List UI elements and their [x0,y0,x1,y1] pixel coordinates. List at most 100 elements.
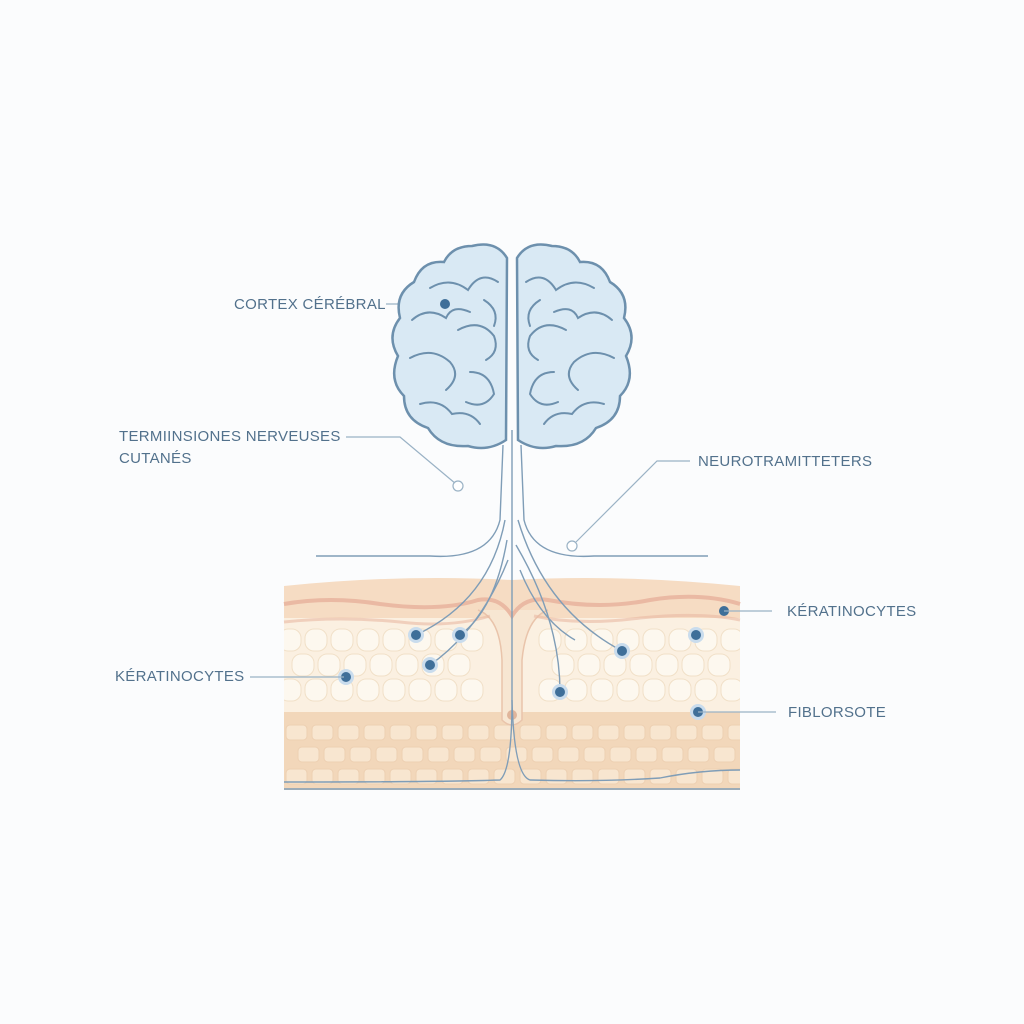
receptor-dot-core [411,630,421,640]
skin-cross-section [283,578,741,790]
receptor-dots [338,606,729,720]
receptor-dot [408,627,424,643]
cortex-marker-dot [440,299,450,309]
epidermis-cell [382,628,406,652]
leader-terminations-ring [452,480,464,492]
dermis-cell [467,768,490,785]
dermis-cell [285,724,308,741]
leader-lines [250,303,776,713]
nerve-branch-4 [517,519,623,652]
epidermis-cell [408,678,432,702]
dermis-cell [363,768,386,785]
dermis-cell [363,724,386,741]
epidermis-cell [317,653,341,677]
dermis-cell [415,724,438,741]
dermis-cell [493,768,516,785]
dermis-cell [623,724,646,741]
brain-gyrus [567,351,615,391]
receptor-dot-core [425,660,435,670]
receptor-dot-core [341,672,351,682]
brain-gyrus [553,308,613,321]
nerve-central-trunk-right [511,699,741,782]
dermis-cell [519,768,542,785]
receptor-dot [614,643,630,659]
leader-neurotransmitters [575,460,690,543]
dermis-cell [337,768,360,785]
dermis-cell [441,724,464,741]
brain-left-hemisphere [391,243,509,450]
epidermis-cell [642,678,666,702]
epidermis-cell [655,653,679,677]
label-nerve-terminations-line1: TERMIINSIONES NERVEUSES [119,428,341,445]
nerve-left-spread [316,444,504,558]
epidermis-cell [538,628,562,652]
epidermis-cell [668,628,692,652]
brain-gyrus [527,299,541,327]
dermis-cell [701,768,724,785]
brain-gyrus [465,371,496,406]
dermis-cell [323,746,346,763]
dermis-cell [609,746,632,763]
epidermis-cell [382,678,406,702]
epidermis-cell [304,678,328,702]
leader-neurotransmitters-ring [566,540,578,552]
epidermis-cell [284,678,302,702]
brain-gyrus [457,324,497,361]
dermis-cell [713,746,736,763]
nerve-branch-3 [429,559,509,666]
dermis-cell [285,768,308,785]
dermis-cell [635,746,658,763]
epidermis-cell [460,678,484,702]
nerve-branch-6 [519,569,576,641]
dermis-cell [297,746,320,763]
dermis-cell [675,768,698,785]
skin-pink-band-2 [283,613,741,626]
dermis-cell [493,724,516,741]
epidermis-cell [447,653,471,677]
dermis-cell [727,724,740,741]
dermis-cell [311,724,334,741]
receptor-dot-core [555,687,565,697]
epidermis-cell [590,628,614,652]
label-nerve-terminations: TERMIINSIONES NERVEUSES CUTANÉS [119,426,341,470]
dermis-cell [453,746,476,763]
dermis-cell [545,768,568,785]
dermis-cell [337,724,360,741]
receptor-dot-core [455,630,465,640]
epidermis-cell [694,678,718,702]
epidermis-cell [590,678,614,702]
dermis-cell [597,768,620,785]
brain-gyrus [527,324,567,361]
brain-gyrus [483,299,497,327]
label-cortex-cerebral: CORTEX CÉRÉBRAL [234,296,386,313]
dermis-cell [675,724,698,741]
brain-gyrus [429,276,499,292]
label-keratinocytes-right: KÉRATINOCYTES [787,603,917,620]
dermis-cell [661,746,684,763]
dermis-cell [427,746,450,763]
dermis-cell [519,724,542,741]
nerve-fibers [283,430,741,783]
dermis-cell [571,768,594,785]
receptor-dot-core [691,630,701,640]
label-keratinocytes-left: KÉRATINOCYTES [115,668,245,685]
dermis-cell [571,724,594,741]
epidermis-cell [291,653,315,677]
dermis-cell [415,768,438,785]
dermis-cell [701,724,724,741]
dermis-cell [349,746,372,763]
epidermis-cell [681,653,705,677]
dermis-cell [467,724,490,741]
dermis-cell [649,724,672,741]
brain-gyrus [528,371,559,406]
dermis-cell [623,768,646,785]
epidermis-cell [668,678,692,702]
epidermis-cell [564,678,588,702]
dermis-cell [583,746,606,763]
dermis-cell [389,724,412,741]
dermis-cell [531,746,554,763]
brain-gyrus [419,401,481,425]
epidermis-cell [356,628,380,652]
